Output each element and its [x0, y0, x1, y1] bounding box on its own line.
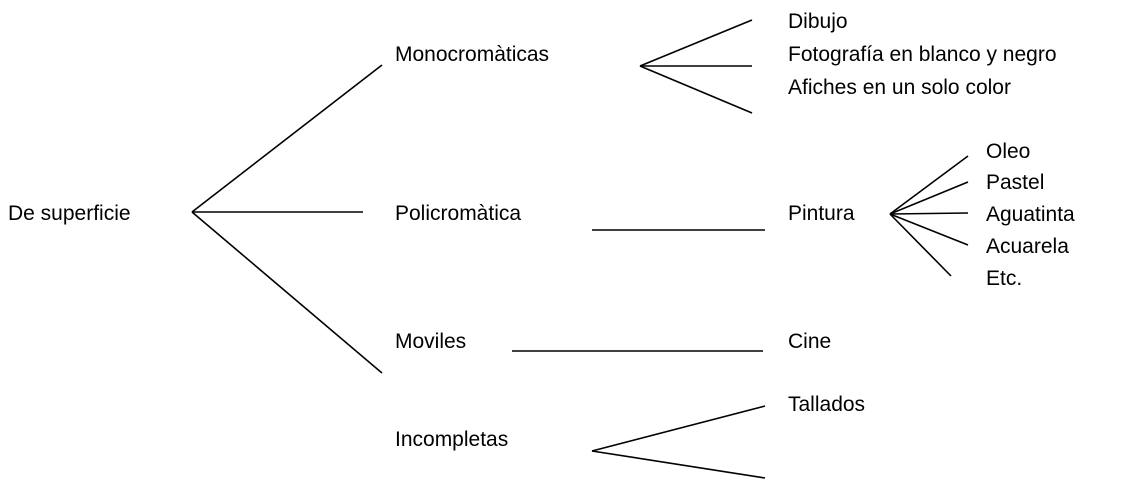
leaf-label-dibujo: Dibujo	[788, 10, 848, 33]
leaf-label-fotografia: Fotografía en blanco y negro	[788, 43, 1057, 66]
leaf-label-pastel: Pastel	[986, 171, 1044, 194]
branch-label-monocromaticas: Monocromàticas	[395, 43, 549, 66]
root-label: De superficie	[8, 202, 131, 225]
branch-label-moviles: Moviles	[395, 330, 466, 353]
leaf-label-oleo: Oleo	[986, 140, 1030, 163]
leaf-label-aguatinta: Aguatinta	[986, 203, 1075, 226]
connector-root-mono	[191, 64, 383, 213]
leaf-label-etc: Etc.	[986, 267, 1022, 290]
connector-mono-dibujo	[639, 19, 753, 67]
leaf-label-cine: Cine	[788, 330, 831, 353]
connector-root-movil	[191, 211, 383, 374]
connector-incomp-tallados	[591, 405, 766, 452]
leaf-label-pintura: Pintura	[788, 202, 855, 225]
branch-label-incompletas: Incompletas	[395, 428, 508, 451]
leaf-label-afiches: Afiches en un solo color	[788, 76, 1011, 99]
leaf-label-tallados: Tallados	[788, 393, 865, 416]
connector-mono-afiches	[639, 65, 753, 114]
leaf-label-acuarela: Acuarela	[986, 235, 1069, 258]
connector-pintura-etc	[889, 213, 952, 277]
connector-incomp-second	[591, 450, 766, 479]
connector-pintura-acuarela	[889, 213, 969, 246]
connector-pintura-oleo	[889, 155, 969, 215]
connector-pintura-pastel	[889, 181, 969, 215]
branch-label-policromatica: Policromàtica	[395, 202, 521, 225]
connector-pintura-aguatinta	[889, 212, 969, 215]
